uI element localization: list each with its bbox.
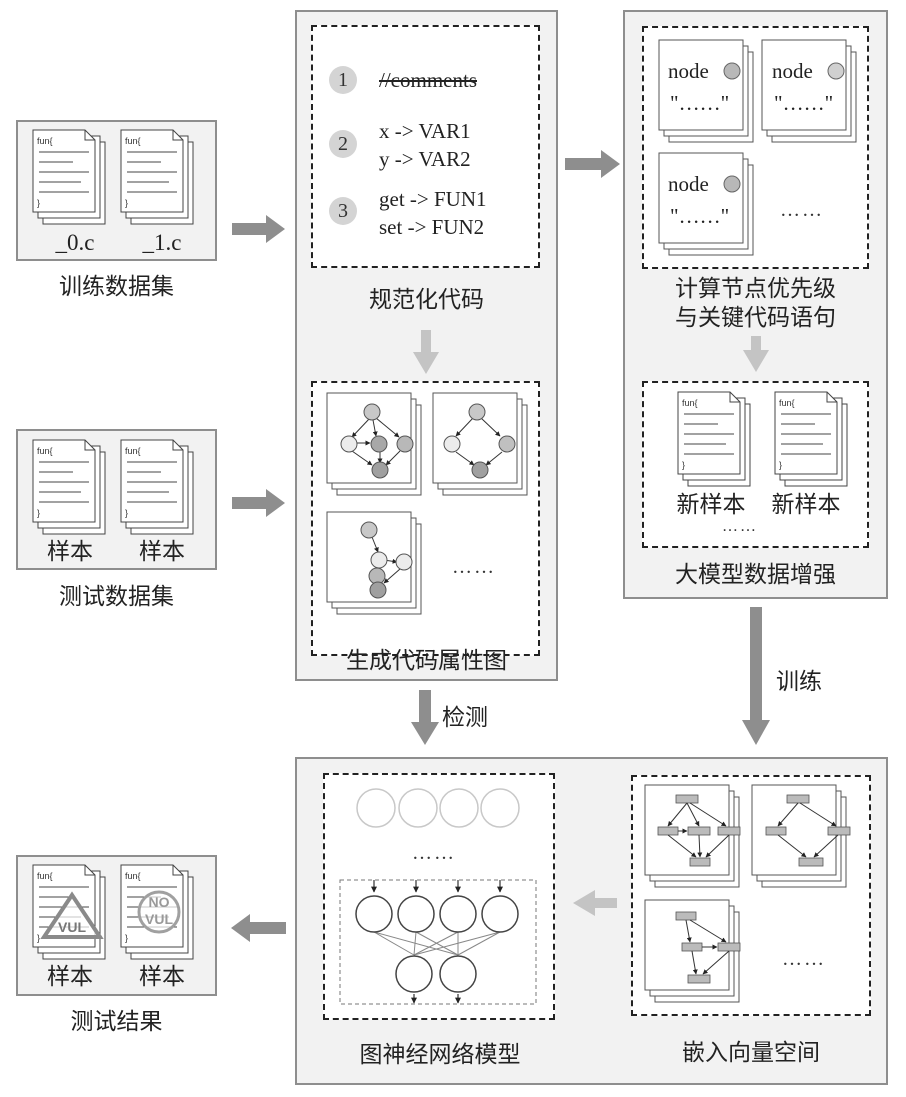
arrow-detect (411, 690, 439, 745)
detect-arrow-label: 检测 (442, 705, 488, 731)
augment-sample-a: 新样本 (676, 492, 746, 518)
vul-triangle-icon: VUL (40, 891, 104, 939)
embed-ellipsis: …… (782, 948, 826, 970)
train-file-0: _0.c (55, 230, 95, 255)
test-result-label: 测试结果 (70, 1009, 163, 1035)
step-3-badge: 3 (329, 197, 357, 225)
arrow-train (742, 607, 770, 745)
svg-text:node: node (772, 59, 813, 83)
step-3-line-a: get -> FUN1 (379, 187, 487, 211)
svg-text:"……": "……" (670, 91, 729, 115)
train-dataset-label: 训练数据集 (59, 274, 174, 300)
arrow-test-to-normalize (232, 489, 285, 517)
node-card-2: node "……" (772, 59, 845, 115)
svg-text:NO: NO (149, 894, 170, 910)
svg-text:node: node (668, 172, 709, 196)
svg-text:node: node (668, 59, 709, 83)
result-file-1: 样本 (139, 964, 185, 990)
priority-label-line2: 与关键代码语句 (675, 305, 836, 331)
step-3-line-b: set -> FUN2 (379, 215, 485, 239)
no-vul-circle-icon: NO VUL (137, 890, 181, 934)
gnn-label: 图神经网络模型 (359, 1042, 521, 1068)
normalize-label: 规范化代码 (369, 287, 484, 313)
step-1-text: //comments (379, 68, 477, 92)
priority-ellipsis: …… (780, 199, 824, 221)
node-card-1: node "……" (668, 59, 741, 115)
arrow-train-to-normalize (232, 215, 285, 243)
arrow-gnn-to-result (231, 914, 286, 942)
node-card-3: node "……" (668, 172, 741, 228)
train-file-1: _1.c (142, 230, 182, 255)
arrow-normalize-to-priority (565, 150, 620, 178)
gnn-ellipsis: …… (412, 842, 456, 864)
train-arrow-label: 训练 (776, 669, 822, 695)
step-2-line-a: x -> VAR1 (379, 119, 471, 143)
svg-text:VUL: VUL (58, 919, 86, 935)
step-1-badge: 1 (329, 66, 357, 94)
test-dataset-label: 测试数据集 (59, 584, 174, 610)
svg-text:"……": "……" (774, 91, 833, 115)
test-file-1: 样本 (139, 539, 185, 565)
pdg-ellipsis: …… (452, 556, 496, 578)
augment-ellipsis: …… (722, 518, 758, 535)
pdg-label: 生成代码属性图 (346, 648, 507, 674)
test-file-0: 样本 (47, 539, 93, 565)
augment-sample-b: 新样本 (771, 492, 841, 518)
svg-text:VUL: VUL (145, 911, 173, 927)
step-2-line-b: y -> VAR2 (379, 147, 471, 171)
priority-label-line1: 计算节点优先级 (675, 276, 836, 302)
svg-text:"……": "……" (670, 204, 729, 228)
embed-label: 嵌入向量空间 (682, 1040, 820, 1066)
augment-label: 大模型数据增强 (675, 562, 836, 588)
step-2-badge: 2 (329, 130, 357, 158)
result-file-0: 样本 (47, 964, 93, 990)
